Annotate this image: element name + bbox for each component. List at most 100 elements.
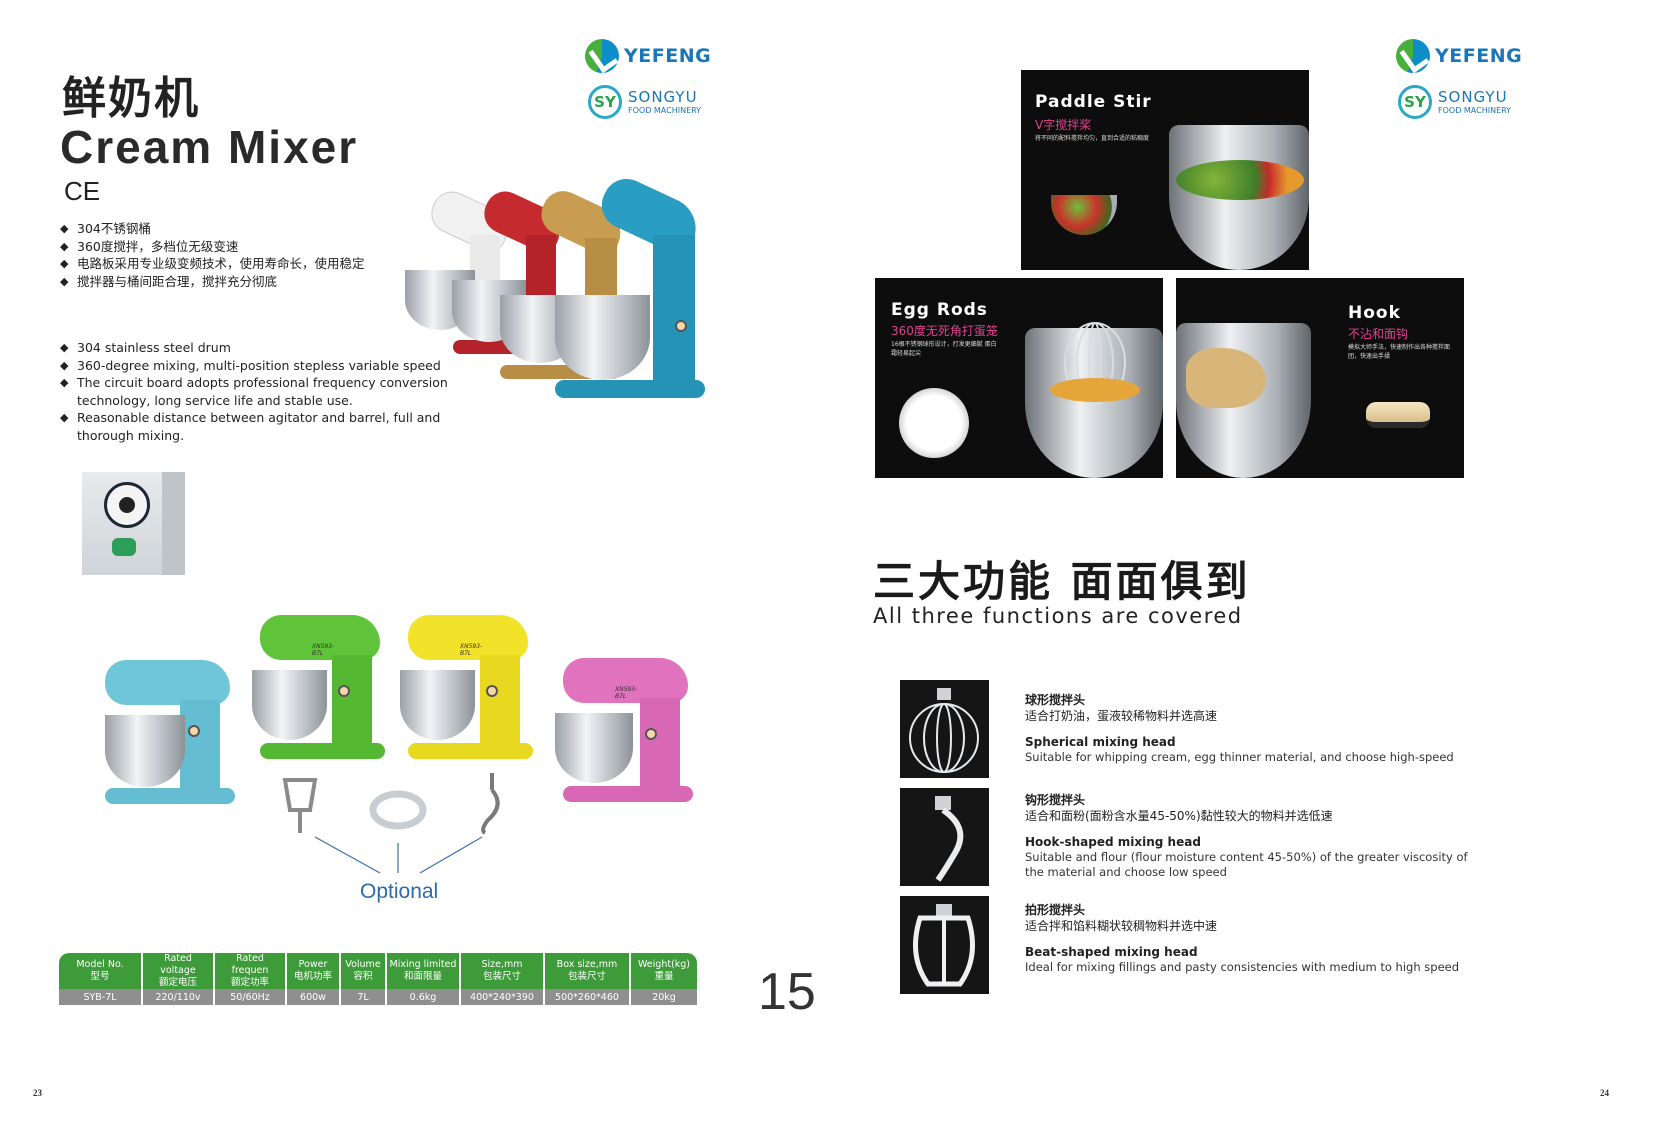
songyu-circle-icon: SY bbox=[1398, 85, 1432, 119]
spec-cell: 400*240*390 bbox=[461, 989, 543, 1005]
head-desc-en: Ideal for mixing fillings and pasty cons… bbox=[1025, 960, 1460, 974]
songyu-subtitle: FOOD MACHINERY bbox=[628, 105, 702, 115]
yefeng-wordmark: YEFENG bbox=[1435, 45, 1523, 67]
functions-headline-cn: 三大功能 面面俱到 bbox=[873, 557, 1251, 606]
catalog-page-number: 15 bbox=[758, 963, 816, 1021]
panel-subtitle: 360度无死角打蛋笼 bbox=[891, 324, 998, 338]
songyu-logo: SY SONGYU FOOD MACHINERY bbox=[1398, 82, 1528, 122]
spec-cell: 50/60Hz bbox=[215, 989, 285, 1005]
yefeng-wordmark: YEFENG bbox=[624, 45, 712, 67]
yefeng-logo: YEFENG bbox=[585, 36, 715, 76]
product-photo-group-bottom: XN593-B7L XN593-B7L XN593-B7L bbox=[100, 610, 700, 810]
beater-head-info: 拍形搅拌头 适合拌和馅料糊状较稠物料并选中速 Beat-shaped mixin… bbox=[1025, 902, 1485, 975]
head-title-en: Hook-shaped mixing head bbox=[1025, 835, 1201, 849]
speed-dial-photo bbox=[82, 472, 185, 575]
feature-list-en: 304 stainless steel drum 360-degree mixi… bbox=[60, 339, 500, 444]
yefeng-logo: YEFENG bbox=[1396, 36, 1526, 76]
head-title-cn: 钩形搅拌头 bbox=[1025, 793, 1086, 807]
panel-title: Paddle Stir bbox=[1035, 92, 1152, 112]
cream-dish-icon bbox=[899, 388, 969, 458]
salad-bowl-icon bbox=[1051, 195, 1117, 235]
flat-beater-icon bbox=[913, 904, 975, 987]
dough-hook-icon bbox=[481, 773, 500, 835]
hook-panel: Hook 不沾和面钩 模拟大师手法，快速制作出各种搅拌面团，快速出手揉 bbox=[1176, 278, 1464, 478]
green-switch-icon bbox=[112, 538, 136, 556]
speed-dial-icon bbox=[104, 482, 150, 528]
feature-item: 304不锈钢桶 bbox=[60, 220, 365, 238]
spherical-head-photo bbox=[900, 680, 989, 778]
feature-item: 搅拌器与桶间距合理，搅拌充分彻底 bbox=[60, 273, 365, 291]
product-photo-group-top bbox=[400, 171, 720, 410]
songyu-subtitle: FOOD MACHINERY bbox=[1438, 105, 1512, 115]
panel-description: 模拟大师手法，快速制作出各种搅拌面团，快速出手揉 bbox=[1348, 344, 1451, 360]
panel-title: Egg Rods bbox=[891, 300, 988, 320]
feature-item: Reasonable distance between agitator and… bbox=[60, 409, 500, 444]
left-page-number: 23 bbox=[33, 1088, 42, 1098]
feature-item: 360度搅拌，多档位无级变速 bbox=[60, 238, 365, 256]
optional-accessories bbox=[282, 773, 500, 874]
songyu-circle-icon: SY bbox=[588, 85, 622, 119]
head-title-en: Spherical mixing head bbox=[1025, 735, 1176, 749]
head-title-cn: 球形搅拌头 bbox=[1025, 693, 1086, 707]
optional-label: Optional bbox=[360, 880, 439, 903]
feature-item: 360-degree mixing, multi-position steple… bbox=[60, 357, 500, 375]
songyu-wordmark: SONGYU bbox=[1438, 87, 1508, 106]
head-title-cn: 拍形搅拌头 bbox=[1025, 903, 1086, 917]
paddle-stir-panel: Paddle Stir V字搅拌桨 将不同的配料搅拌均匀，直到合适的粘稠度 bbox=[1021, 70, 1309, 270]
feature-item: 电路板采用专业级变频技术，使用寿命长，使用稳定 bbox=[60, 255, 365, 273]
feature-list-cn: 304不锈钢桶 360度搅拌，多档位无级变速 电路板采用专业级变频技术，使用寿命… bbox=[60, 220, 365, 290]
speed-knob-icon bbox=[675, 320, 687, 332]
page-title-cn: 鲜奶机 bbox=[62, 73, 200, 124]
yefeng-leaf-icon bbox=[1396, 39, 1430, 73]
panel-subtitle: V字搅拌桨 bbox=[1035, 118, 1092, 132]
right-page-number: 24 bbox=[1600, 1088, 1609, 1098]
yefeng-leaf-icon bbox=[585, 39, 619, 73]
head-desc-cn: 适合和面粉(面粉含水量45-50%)黏性较大的物料并选低速 bbox=[1025, 809, 1333, 823]
head-desc-en: Suitable for whipping cream, egg thinner… bbox=[1025, 750, 1454, 764]
functions-headline-en: All three functions are covered bbox=[873, 604, 1243, 628]
spherical-head-info: 球形搅拌头 适合打奶油，蛋液较稀物料并选高速 Spherical mixing … bbox=[1025, 692, 1485, 765]
mixer-model-label: XN593-B7L bbox=[312, 643, 335, 657]
feature-item: 304 stainless steel drum bbox=[60, 339, 500, 357]
panel-title: Hook bbox=[1348, 303, 1401, 323]
hook-head-photo bbox=[900, 788, 989, 886]
vegetables-icon bbox=[1176, 160, 1304, 200]
head-desc-cn: 适合打奶油，蛋液较稀物料并选高速 bbox=[1025, 709, 1218, 723]
egg-yolk-icon bbox=[1050, 378, 1140, 402]
whisk-icon bbox=[1064, 322, 1126, 404]
beater-head-photo bbox=[900, 896, 989, 994]
spec-cell: 220/110v bbox=[143, 989, 213, 1005]
songyu-logo: SY SONGYU FOOD MACHINERY bbox=[588, 82, 718, 122]
spec-cell: 600w bbox=[287, 989, 339, 1005]
head-desc-cn: 适合拌和馅料糊状较稠物料并选中速 bbox=[1025, 919, 1218, 933]
spec-cell: 0.6kg bbox=[387, 989, 459, 1005]
spec-header: Weight(kg)重量 bbox=[631, 953, 697, 989]
mixer-model-label: XN593-B7L bbox=[615, 686, 638, 700]
spec-cell: SYB-7L bbox=[59, 989, 141, 1005]
head-title-en: Beat-shaped mixing head bbox=[1025, 945, 1198, 959]
spec-cell: 500*260*460 bbox=[545, 989, 629, 1005]
spec-header: Model No.型号 bbox=[59, 953, 141, 989]
head-desc-en: Suitable and flour (flour moisture conte… bbox=[1025, 850, 1468, 879]
panel-description: 将不同的配料搅拌均匀，直到合适的粘稠度 bbox=[1035, 135, 1150, 142]
splash-guard-icon bbox=[369, 790, 427, 830]
feature-item: The circuit board adopts professional fr… bbox=[60, 374, 500, 409]
songyu-wordmark: SONGYU bbox=[628, 87, 698, 106]
ce-mark-icon: CE bbox=[64, 176, 101, 206]
dough-hook-icon bbox=[935, 796, 964, 882]
panel-description: 16根不锈钢球形设计，打发更细腻 蛋白霜轻易起尖 bbox=[891, 341, 997, 357]
dough-icon bbox=[1186, 348, 1266, 408]
egg-rods-panel: Egg Rods 360度无死角打蛋笼 16根不锈钢球形设计，打发更细腻 蛋白霜… bbox=[875, 278, 1163, 478]
spec-cell: 7L bbox=[341, 989, 385, 1005]
hook-head-info: 钩形搅拌头 适合和面粉(面粉含水量45-50%)黏性较大的物料并选低速 Hook… bbox=[1025, 792, 1485, 880]
panel-subtitle: 不沾和面钩 bbox=[1348, 327, 1409, 341]
